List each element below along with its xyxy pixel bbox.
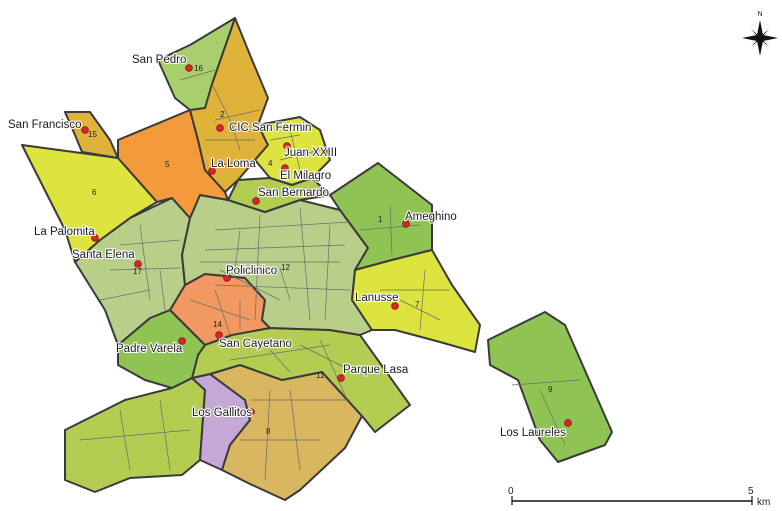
svg-text:San Cayetano: San Cayetano: [219, 338, 292, 350]
svg-text:17: 17: [133, 267, 142, 276]
neighborhood-markers: 16 San Pedro 15 San Francisco 2 CIC San …: [7, 53, 572, 440]
marker-juan-xxiii[interactable]: 4 Juan XXIII: [268, 142, 338, 168]
svg-text:11: 11: [316, 371, 325, 380]
scale-unit: km: [757, 497, 770, 508]
scale-start: 0: [508, 486, 514, 497]
marker-san-francisco[interactable]: 15 San Francisco: [7, 118, 98, 139]
svg-text:Los Gallitos: Los Gallitos: [192, 407, 252, 419]
marker-los-gallitos[interactable]: 8 Los Gallitos: [191, 406, 271, 436]
marker-padre-varela[interactable]: Padre Varela: [115, 337, 186, 356]
svg-text:4: 4: [268, 159, 273, 168]
district-los-laureles: [487, 311, 613, 463]
svg-text:15: 15: [88, 130, 97, 139]
svg-text:El Milagro: El Milagro: [280, 170, 331, 182]
marker-san-cayetano[interactable]: 14 San Cayetano: [213, 320, 293, 351]
svg-text:San Bernardo: San Bernardo: [258, 187, 329, 199]
zone-number-5: 5: [165, 160, 170, 169]
zone-numbers: 6 5 1: [92, 160, 383, 224]
marker-santa-elena[interactable]: 17 Santa Elena: [71, 248, 143, 276]
svg-text:Padre Varela: Padre Varela: [116, 343, 183, 355]
svg-text:Policlinico: Policlinico: [226, 265, 277, 277]
svg-text:Lanusse: Lanusse: [355, 292, 398, 304]
svg-text:Los Laureles: Los Laureles: [500, 427, 566, 439]
svg-text:14: 14: [213, 320, 222, 329]
zone-number-6: 6: [92, 188, 97, 197]
zone-number-1: 1: [378, 215, 383, 224]
subdivision-lines: [79, 69, 581, 481]
north-arrow: N: [742, 11, 778, 56]
svg-text:12: 12: [281, 263, 290, 272]
marker-la-loma[interactable]: La Loma: [208, 157, 257, 175]
marker-san-bernardo[interactable]: San Bernardo: [252, 186, 330, 205]
marker-san-pedro[interactable]: 16 San Pedro: [131, 53, 204, 73]
svg-text:7: 7: [415, 300, 420, 309]
marker-los-laureles[interactable]: 9 Los Laureles: [499, 385, 572, 440]
svg-text:Ameghino: Ameghino: [405, 211, 457, 223]
svg-text:2: 2: [220, 110, 225, 119]
marker-ameghino[interactable]: Ameghino: [402, 210, 458, 228]
svg-text:San Pedro: San Pedro: [132, 54, 186, 66]
svg-text:San Francisco: San Francisco: [8, 119, 82, 131]
north-label: N: [758, 11, 763, 18]
marker-parque-lasa[interactable]: 11 Parque Lasa: [316, 363, 410, 382]
marker-lanusse[interactable]: 7 Lanusse: [354, 291, 420, 310]
svg-text:Juan XXIII: Juan XXIII: [284, 147, 337, 159]
marker-el-milagro[interactable]: El Milagro: [279, 164, 332, 183]
svg-text:La Palomita: La Palomita: [34, 226, 95, 238]
marker-cic-san-fermin[interactable]: 2 CIC San Fermin: [216, 110, 313, 135]
svg-text:La Loma: La Loma: [211, 158, 256, 170]
svg-text:8: 8: [266, 427, 271, 436]
marker-la-palomita[interactable]: La Palomita: [33, 225, 99, 242]
scale-bar: 0 5 km: [508, 486, 770, 508]
svg-text:Santa Elena: Santa Elena: [72, 249, 135, 261]
svg-text:Parque Lasa: Parque Lasa: [343, 364, 409, 376]
svg-text:CIC San Fermin: CIC San Fermin: [229, 122, 311, 134]
scale-end: 5: [748, 486, 754, 497]
district-san-pedro: [157, 17, 236, 111]
marker-policlinico[interactable]: 12 Policlinico: [223, 263, 291, 282]
svg-text:9: 9: [548, 385, 553, 394]
district-lanusse: [351, 249, 481, 353]
svg-text:16: 16: [194, 64, 203, 73]
